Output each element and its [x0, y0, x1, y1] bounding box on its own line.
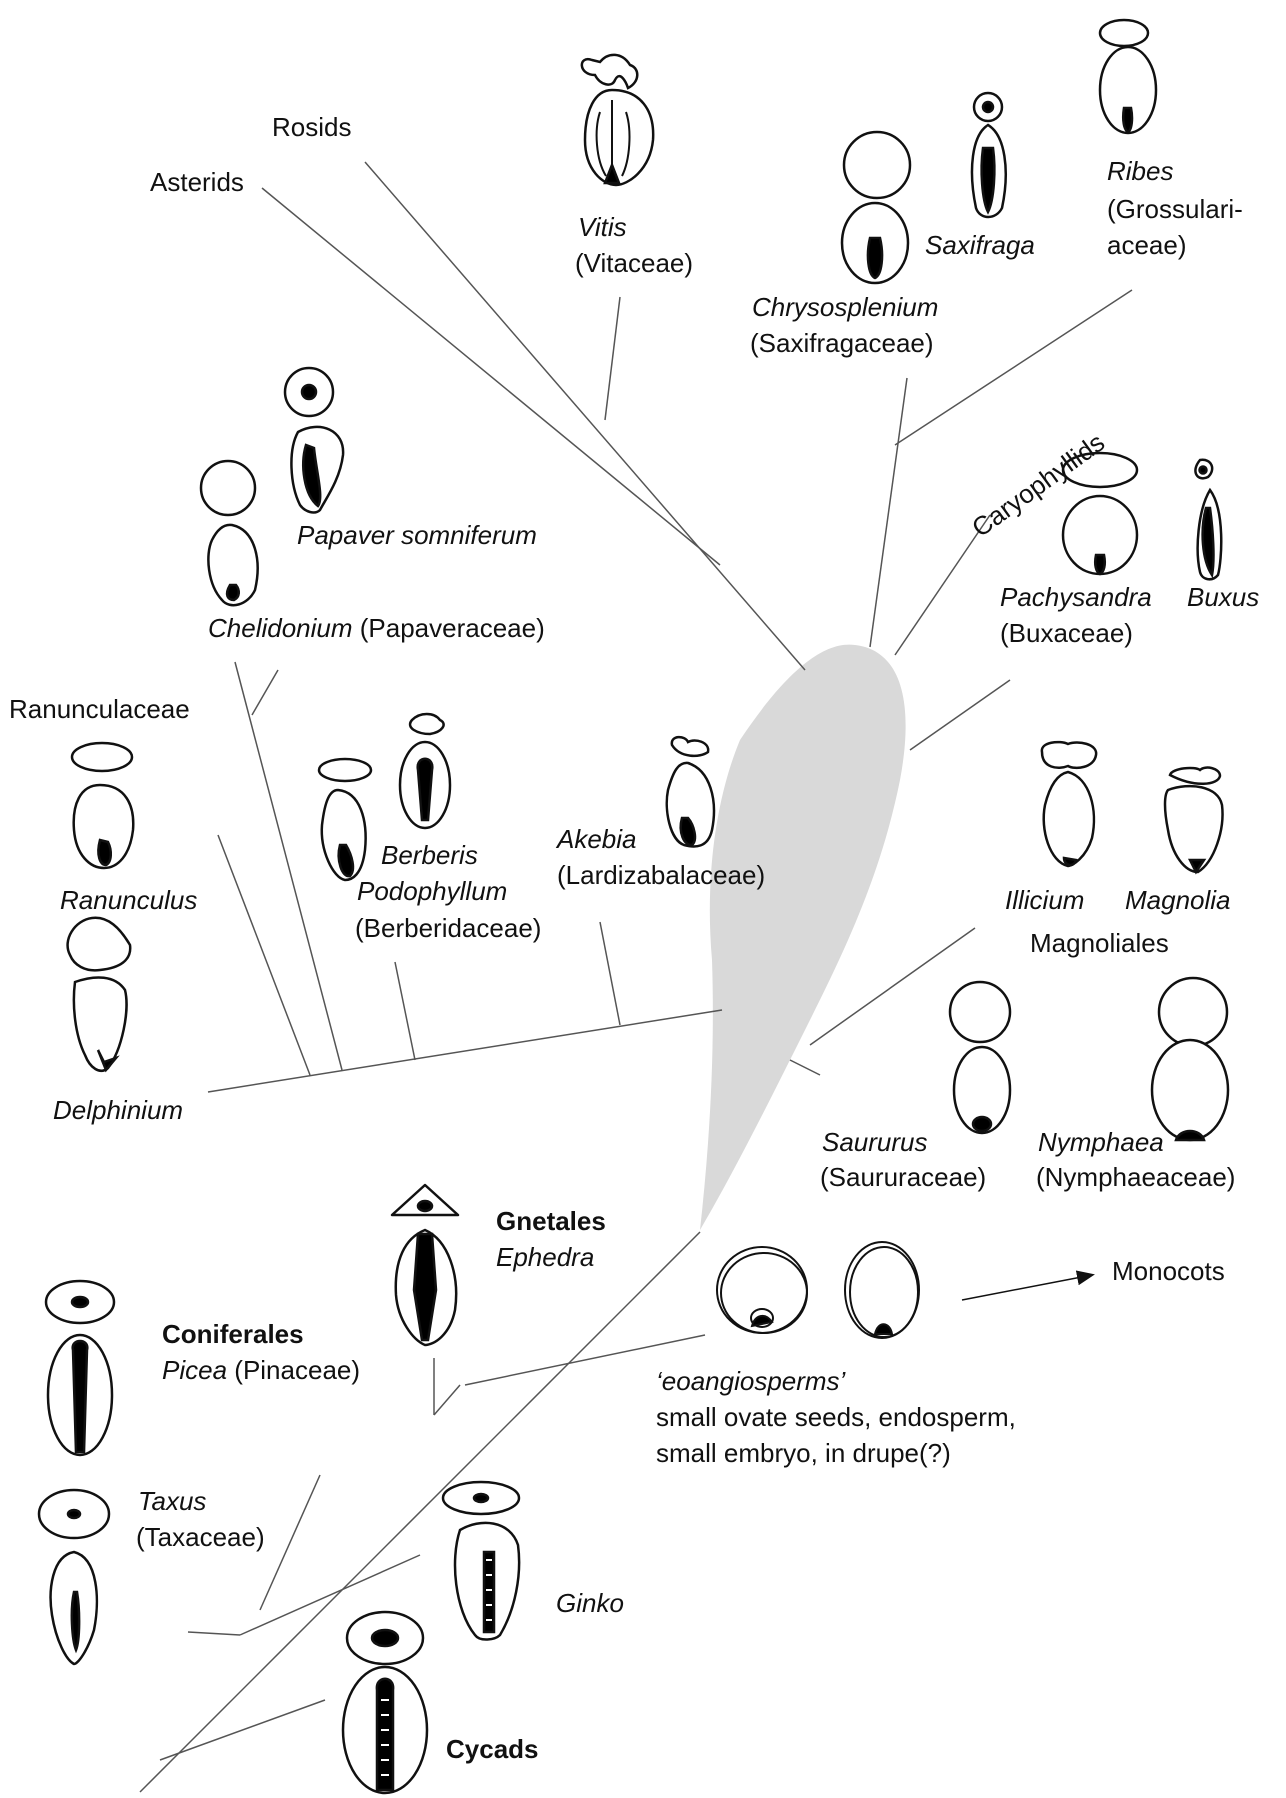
- berberis-seed-icon: [317, 757, 373, 882]
- saxifraga-seed-icon: [970, 91, 1007, 219]
- taxus-label: Taxus: [138, 1486, 207, 1516]
- gnetales-label: Gnetales: [496, 1206, 606, 1236]
- ephedra-seed-icon: [390, 1183, 460, 1347]
- podophyllum-seed-icon: [398, 712, 452, 830]
- podophyllum-label: Podophyllum: [357, 876, 508, 906]
- pachysandra-label: Pachysandra: [1000, 582, 1152, 612]
- lardizabalaceae-label: (Lardizabalaceae): [557, 860, 766, 890]
- ephedra-label: Ephedra: [496, 1242, 595, 1272]
- illicium-seed-icon: [1040, 740, 1098, 868]
- picea-label: Picea (Pinaceae): [162, 1353, 360, 1387]
- rosids-label: Rosids: [272, 112, 352, 142]
- angiosperm-crown-shape: [700, 644, 906, 1230]
- eoangiosperms-description-line2: small embryo, in drupe(?): [656, 1438, 951, 1468]
- chelidonium-seed-icon: [199, 459, 259, 607]
- ribes-label: Ribes: [1107, 156, 1174, 186]
- monocots-label: Monocots: [1112, 1256, 1225, 1286]
- ginko-label: Ginko: [556, 1588, 624, 1618]
- vitis-label: Vitis: [578, 212, 627, 242]
- pachysandra-seed-icon: [1061, 451, 1139, 576]
- berberidaceae-label: (Berberidaceae): [355, 913, 542, 943]
- buxaceae-label: (Buxaceae): [1000, 618, 1133, 648]
- buxus-label: Buxus: [1187, 582, 1260, 612]
- pinaceae-name: (Pinaceae): [234, 1355, 361, 1385]
- taxaceae-label: (Taxaceae): [136, 1522, 265, 1552]
- ginko-seed-icon: [441, 1480, 521, 1641]
- illicium-label: Illicium: [1005, 885, 1085, 915]
- chelidonium-name: Chelidonium: [208, 613, 353, 643]
- tree-branches: [139, 161, 1133, 1793]
- asterids-label: Asterids: [150, 167, 244, 197]
- magnolia-label: Magnolia: [1125, 885, 1231, 915]
- akebia-seed-icon: [665, 735, 716, 848]
- eoangiosperms-label: ‘eoangiosperms’: [656, 1366, 846, 1396]
- akebia-label: Akebia: [557, 824, 637, 854]
- grossulariaceae-label-line1: (Grossulari-: [1107, 194, 1243, 224]
- eoangiosperm-seed-icon: [716, 1241, 920, 1339]
- papaver-seed-icon: [283, 366, 345, 514]
- vitis-seed-icon: [580, 53, 655, 187]
- ranunculus-seed-icon: [70, 741, 135, 870]
- ranunculaceae-label: Ranunculaceae: [9, 694, 190, 724]
- ranunculus-label: Ranunculus: [60, 885, 198, 915]
- nymphaea-seed-icon: [1150, 976, 1230, 1142]
- papaver-label: Papaver somniferum: [297, 520, 537, 550]
- coniferales-label: Coniferales: [162, 1319, 304, 1349]
- saururus-seed-icon: [948, 980, 1012, 1135]
- saururaceae-label: (Saururaceae): [820, 1162, 987, 1192]
- chrysosplenium-seed-icon: [840, 130, 912, 285]
- vitaceae-label: (Vitaceae): [575, 248, 694, 278]
- delphinium-seed-icon: [66, 916, 132, 1073]
- nymphaeaceae-label: (Nymphaeaceae): [1036, 1162, 1236, 1192]
- grossulariaceae-label-line2: aceae): [1107, 230, 1187, 260]
- saxifragaceae-label: (Saxifragaceae): [750, 328, 934, 358]
- magnolia-seed-icon: [1163, 766, 1224, 875]
- eoangiosperms-description-line1: small ovate seeds, endosperm,: [656, 1402, 1016, 1432]
- magnoliales-label: Magnoliales: [1030, 928, 1169, 958]
- cycads-label: Cycads: [446, 1734, 539, 1764]
- cycad-seed-icon: [341, 1610, 429, 1795]
- picea-name: Picea: [162, 1355, 228, 1385]
- taxus-seed-icon: [37, 1488, 111, 1666]
- ribes-seed-icon: [1098, 18, 1158, 135]
- nymphaea-label: Nymphaea: [1038, 1127, 1164, 1157]
- buxus-seed-icon: [1194, 458, 1223, 581]
- chrysosplenium-label: Chrysosplenium: [752, 292, 939, 322]
- saxifraga-label: Saxifraga: [925, 230, 1035, 260]
- papaveraceae-name: (Papaveraceae): [359, 613, 545, 643]
- saururus-label: Saururus: [822, 1127, 928, 1157]
- delphinium-label: Delphinium: [53, 1095, 184, 1125]
- chelidonium-label: Chelidonium (Papaveraceae): [208, 611, 545, 645]
- picea-seed-icon: [44, 1279, 116, 1457]
- berberis-label: Berberis: [381, 840, 478, 870]
